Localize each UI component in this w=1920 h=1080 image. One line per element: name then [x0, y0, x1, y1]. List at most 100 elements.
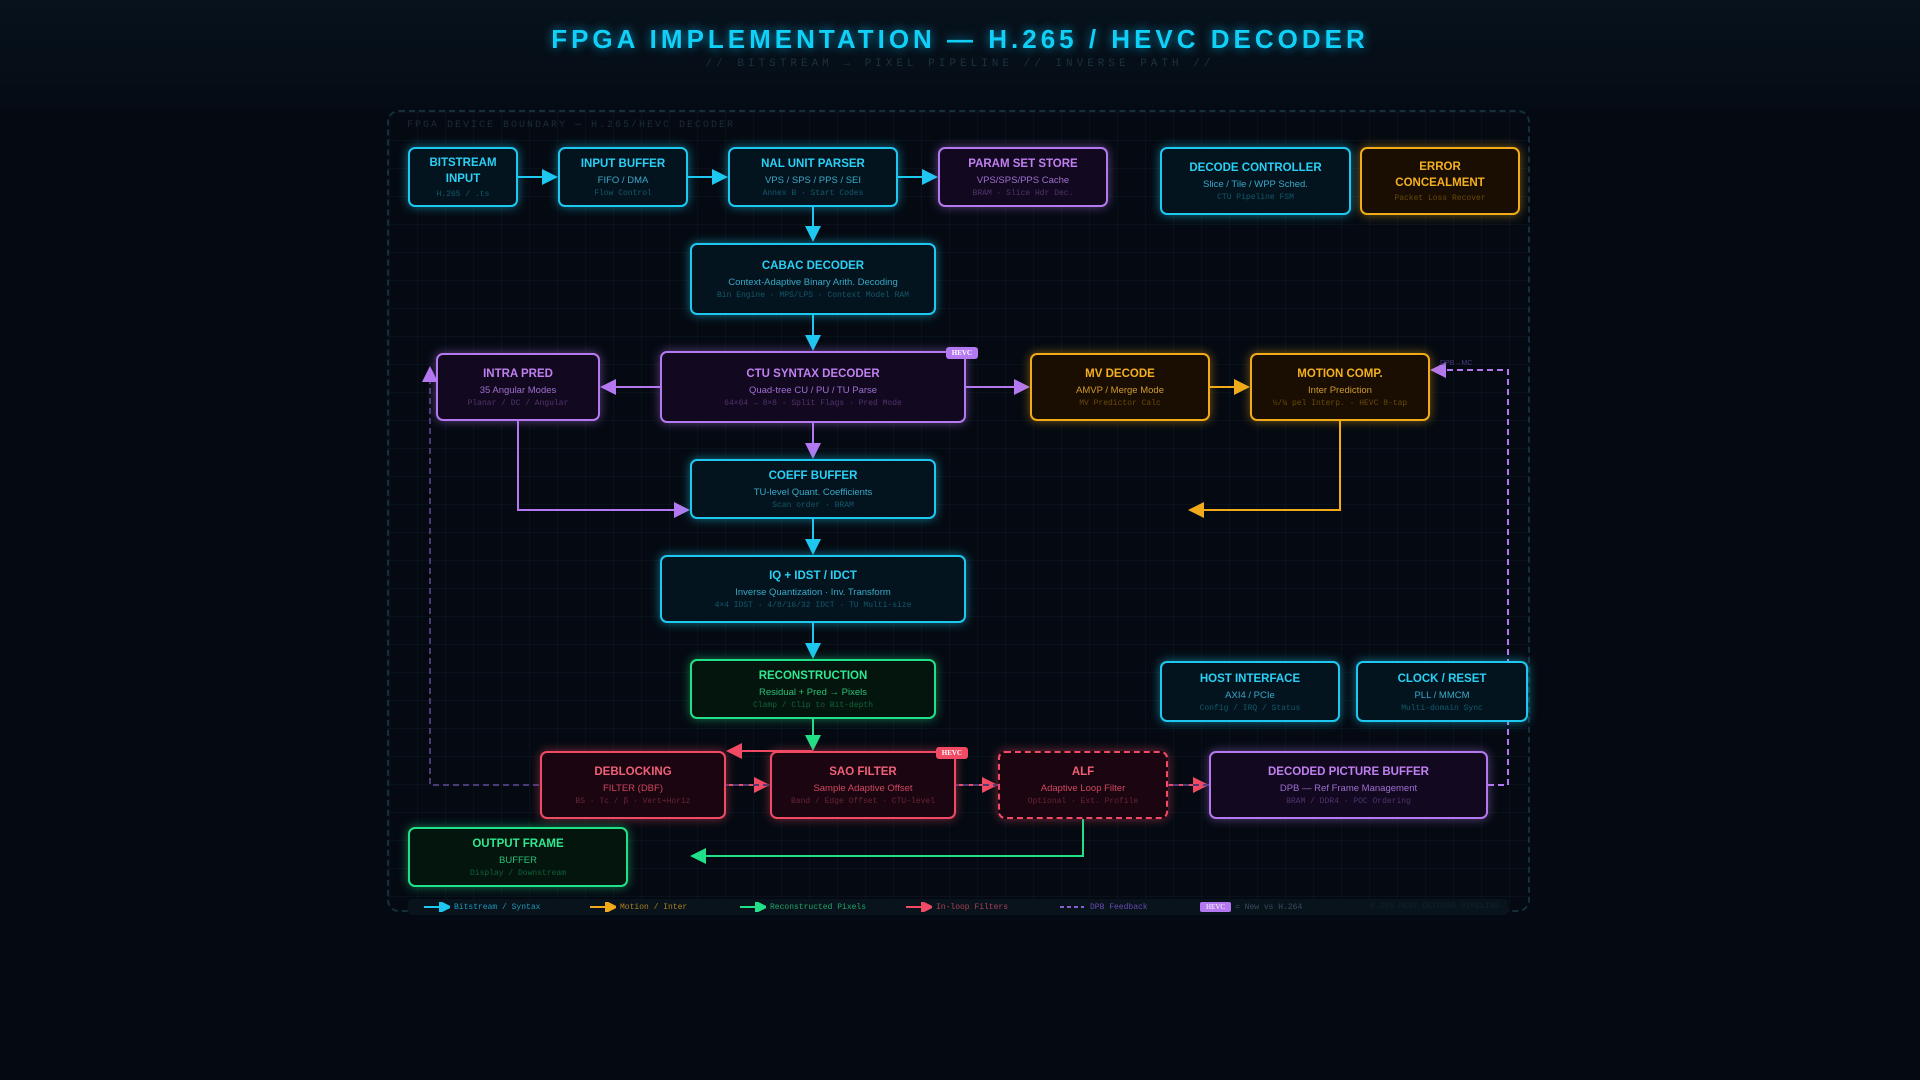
- block-sub: Residual + Pred → Pixels: [759, 687, 867, 698]
- boundary-label: FPGA DEVICE BOUNDARY — H.265/HEVC DECODE…: [407, 120, 736, 131]
- block-sub: Quad-tree CU / PU / TU Parse: [748, 385, 878, 396]
- block-detail: Display / Downstream: [469, 869, 566, 878]
- page-subtitle: // BITSTREAM → PIXEL PIPELINE // INVERSE…: [705, 58, 1215, 70]
- block-title: PARAM SET STORE: [968, 158, 1078, 170]
- legend-item-dpb: DPB Feedback: [1060, 902, 1148, 912]
- block-title: DECODE CONTROLLER: [1189, 162, 1322, 174]
- block-title: SAO FILTER: [829, 766, 897, 778]
- block-sub: Sample Adaptive Offset: [813, 783, 913, 794]
- legend-item-inloop: In-loop Filters: [906, 902, 1008, 912]
- wire-alf-out: [690, 819, 1084, 864]
- block-detail: BRAM / DDR4 · POC Ordering: [1286, 797, 1411, 806]
- block-title: INPUT BUFFER: [580, 158, 666, 170]
- block-sub: Inter Prediction: [1308, 385, 1372, 396]
- block-mc[interactable]: MOTION COMP. Inter Prediction ½/¼ pel Inte…: [1250, 353, 1430, 421]
- block-title: DEBLOCKING: [594, 766, 672, 778]
- block-sub: Inverse Quantization · Inv. Transform: [735, 587, 891, 598]
- legend-item-motion: Motion / Inter: [590, 902, 687, 912]
- block-detail: Bin Engine · MPS/LPS · Context Model RAM: [716, 291, 910, 300]
- block-detail: Flow Control: [594, 189, 652, 198]
- legend-label: In-loop Filters: [936, 902, 1009, 912]
- block-sub: VPS/SPS/PPS Cache: [976, 175, 1070, 186]
- block-title: MOTION COMP.: [1297, 368, 1383, 380]
- block-detail: Clamp / Clip to Bit-depth: [752, 701, 874, 710]
- block-err[interactable]: ERROR CONCEALMENT Packet Loss Recover: [1360, 147, 1520, 215]
- block-sub: Slice / Tile / WPP Sched.: [1203, 179, 1308, 190]
- legend-item-recon: Reconstructed Pixels: [740, 902, 866, 912]
- block-title: CTU SYNTAX DECODER: [746, 368, 880, 380]
- block-sub: TU-level Quant. Coefficients: [753, 487, 873, 498]
- dashed-line-icon: [1060, 906, 1084, 908]
- legend-label: Reconstructed Pixels: [770, 902, 867, 912]
- block-bitstream[interactable]: BITSTREAM INPUT H.265 / .ts: [408, 147, 518, 207]
- block-detail: BS · Tc / β · Vert+Horiz: [575, 797, 691, 806]
- cyan-arrow-icon: [424, 902, 450, 912]
- red-arrow-icon: [906, 902, 932, 912]
- wire-intra-recon: [517, 421, 690, 518]
- block-title: BITSTREAM INPUT: [429, 157, 497, 185]
- legend-label: Motion / Inter: [620, 902, 688, 912]
- block-sub: FIFO / DMA: [597, 175, 649, 186]
- block-title: COEFF BUFFER: [768, 470, 858, 482]
- block-sub: VPS / SPS / PPS / SEI: [764, 175, 862, 186]
- block-inbuf[interactable]: INPUT BUFFER FIFO / DMA Flow Control: [558, 147, 688, 207]
- block-sub: Context-Adaptive Binary Arith. Decoding: [728, 277, 898, 288]
- block-detail: H.265 / .ts: [436, 190, 490, 199]
- block-ctu[interactable]: CTU SYNTAX DECODER Quad-tree CU / PU / TU…: [660, 347, 978, 423]
- block-detail: Band / Edge Offset · CTU-level: [790, 797, 936, 806]
- block-detail: Planar / DC / Angular: [467, 399, 569, 408]
- legend-footer: H.265 HEVC DECODER PIPELINE: [1370, 902, 1500, 911]
- block-detail: Packet Loss Recover: [1394, 194, 1486, 203]
- block-title: ERROR CONCEALMENT: [1395, 161, 1485, 189]
- page-title: FPGA IMPLEMENTATION — H.265 / HEVC DECOD…: [551, 24, 1369, 54]
- block-coeff[interactable]: COEFF BUFFER TU-level Quant. Coefficients…: [690, 459, 936, 519]
- legend-item-hevc: HEVC= New vs H.264: [1200, 902, 1302, 912]
- block-title: HOST INTERFACE: [1199, 672, 1301, 685]
- block-title: RECONSTRUCTION: [758, 670, 868, 682]
- block-sub: DPB — Ref Frame Management: [1279, 783, 1418, 794]
- block-dpb[interactable]: DECODED PICTURE BUFFER DPB — Ref Frame Ma…: [1209, 751, 1488, 819]
- block-detail: Optional · Ext. Profile: [1027, 797, 1139, 806]
- block-sub: AXI4 / PCIe: [1225, 689, 1275, 701]
- block-ctrl[interactable]: DECODE CONTROLLER Slice / Tile / WPP Sche…: [1160, 147, 1351, 215]
- block-detail: ½/¼ pel Interp. · HEVC 8-tap: [1272, 399, 1408, 408]
- block-title: ALF: [1071, 766, 1095, 778]
- block-mv[interactable]: MV DECODE AMVP / Merge Mode MV Predictor C…: [1030, 353, 1210, 421]
- block-title: DECODED PICTURE BUFFER: [1267, 766, 1429, 778]
- block-title: MV DECODE: [1085, 368, 1155, 380]
- block-detail: Config / IRQ / Status: [1199, 703, 1301, 713]
- block-sub: BUFFER: [499, 855, 537, 866]
- block-title: INTRA PRED: [483, 368, 553, 380]
- block-detail: BRAM · Slice Hdr Dec.: [972, 189, 1074, 198]
- block-title: CLOCK / RESET: [1397, 672, 1487, 685]
- hevc-badge: HEVC: [935, 747, 968, 759]
- header: [0, 0, 1920, 110]
- orange-arrow-icon: [590, 902, 616, 912]
- legend: Bitstream / Syntax Motion / Inter Recons…: [408, 899, 1508, 915]
- hevc-badge: HEVC: [945, 347, 978, 359]
- wire-dpb-mc-feedback: [1430, 362, 1509, 786]
- legend-label: Bitstream / Syntax: [454, 902, 541, 912]
- green-arrow-icon: [740, 902, 766, 912]
- block-detail: 4×4 IDST · 4/8/16/32 IDCT · TU Multi-siz…: [714, 601, 912, 610]
- block-sub: Adaptive Loop Filter: [1040, 783, 1126, 794]
- block-sub: AMVP / Merge Mode: [1075, 385, 1164, 396]
- block-sub: PLL / MMCM: [1414, 689, 1470, 701]
- block-sub: 35 Angular Modes: [479, 385, 557, 396]
- block-detail: MV Predictor Calc: [1079, 399, 1161, 408]
- legend-label: = New vs H.264: [1235, 902, 1303, 912]
- block-detail: Annex B · Start Codes: [762, 189, 864, 198]
